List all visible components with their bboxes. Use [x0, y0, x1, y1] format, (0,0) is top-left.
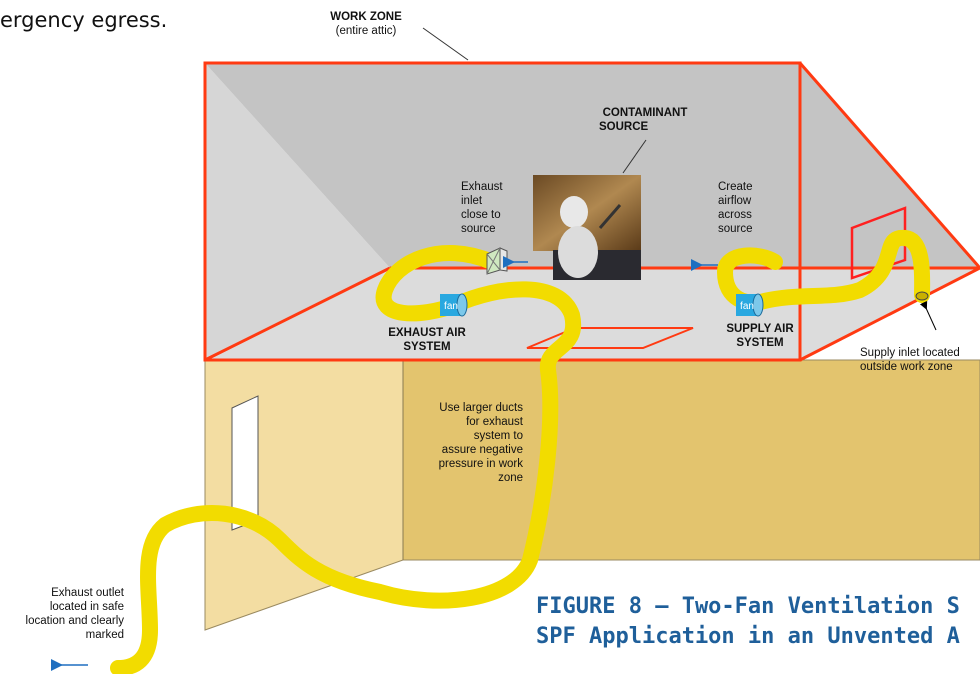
- supply-fan-label: fan: [740, 301, 754, 312]
- exhaust-system-line1: EXHAUST AIR: [388, 327, 466, 339]
- figure-caption-line2: SPF Application in an Unvented A: [536, 624, 960, 649]
- exhaust-inlet-line4: source: [461, 223, 496, 235]
- larger-ducts-line3: system to: [473, 430, 523, 442]
- floor-opening: [526, 327, 694, 349]
- contaminant-leader: [622, 139, 647, 174]
- larger-ducts-line1: Use larger ducts: [439, 402, 523, 414]
- work-zone-leader: [422, 27, 469, 61]
- larger-ducts-line5: pressure in work: [438, 458, 523, 470]
- larger-ducts-label: Use larger ducts for exhaust system to a…: [400, 401, 523, 485]
- larger-ducts-line6: zone: [498, 472, 523, 484]
- contaminant-line1: CONTAMINANT: [602, 107, 688, 119]
- supply-system-label: SUPPLY AIR SYSTEM: [710, 322, 810, 350]
- figure-caption-line1: FIGURE 8 – Two-Fan Ventilation S: [536, 594, 960, 619]
- attic-left-gable: [205, 63, 390, 360]
- contaminant-label: CONTAMINANT SOURCE: [590, 106, 700, 134]
- create-airflow-line4: source: [718, 223, 753, 235]
- exhaust-outlet-line3: location and clearly: [25, 615, 124, 627]
- create-airflow-label: Create airflow across source: [718, 180, 778, 236]
- exhaust-inlet-line3: close to: [461, 209, 501, 221]
- supply-window: [850, 206, 907, 280]
- exhaust-fan: fan: [440, 293, 468, 317]
- work-zone-subtitle: (entire attic): [335, 25, 397, 37]
- create-airflow-line3: across: [718, 209, 752, 221]
- supply-inlet-line2: outside work zone: [860, 361, 953, 373]
- larger-ducts-line2: for exhaust: [466, 416, 523, 428]
- supply-inlet-leader: [919, 300, 937, 331]
- exhaust-system-label: EXHAUST AIR SYSTEM: [372, 326, 482, 354]
- supply-system-line2: SYSTEM: [736, 337, 784, 349]
- work-zone-title: WORK ZONE: [330, 11, 402, 23]
- supply-inlet-line1: Supply inlet located: [860, 347, 960, 359]
- exhaust-outlet-line2: located in safe: [49, 601, 124, 613]
- exhaust-duct: [110, 245, 582, 674]
- exhaust-system-line2: SYSTEM: [403, 341, 451, 353]
- larger-ducts-line4: assure negative: [441, 444, 523, 456]
- exhaust-fan-label: fan: [444, 301, 458, 312]
- exhaust-outlet-line4: marked: [85, 629, 124, 641]
- exhaust-outlet-line1: Exhaust outlet: [51, 587, 124, 599]
- supply-inlet-end: [915, 291, 929, 301]
- supply-fan: fan: [736, 293, 764, 317]
- contaminant-photo: [533, 175, 641, 280]
- supply-duct: [717, 229, 931, 311]
- work-zone-label: WORK ZONE (entire attic): [316, 10, 416, 38]
- create-airflow-line1: Create: [718, 181, 753, 193]
- exhaust-inlet-line1: Exhaust: [461, 181, 503, 193]
- exhaust-inlet-line2: inlet: [461, 195, 483, 207]
- attic-roof-plane: [205, 63, 980, 268]
- exhaust-outlet-label: Exhaust outlet located in safe location …: [10, 586, 124, 642]
- supply-inlet-label: Supply inlet located outside work zone: [860, 346, 980, 374]
- contaminant-line2: SOURCE: [599, 121, 649, 133]
- body-text-fragment: ergency egress.: [0, 8, 168, 32]
- exhaust-inlet-label: Exhaust inlet close to source: [461, 180, 521, 236]
- create-airflow-line2: airflow: [718, 195, 752, 207]
- supply-system-line1: SUPPLY AIR: [726, 323, 794, 335]
